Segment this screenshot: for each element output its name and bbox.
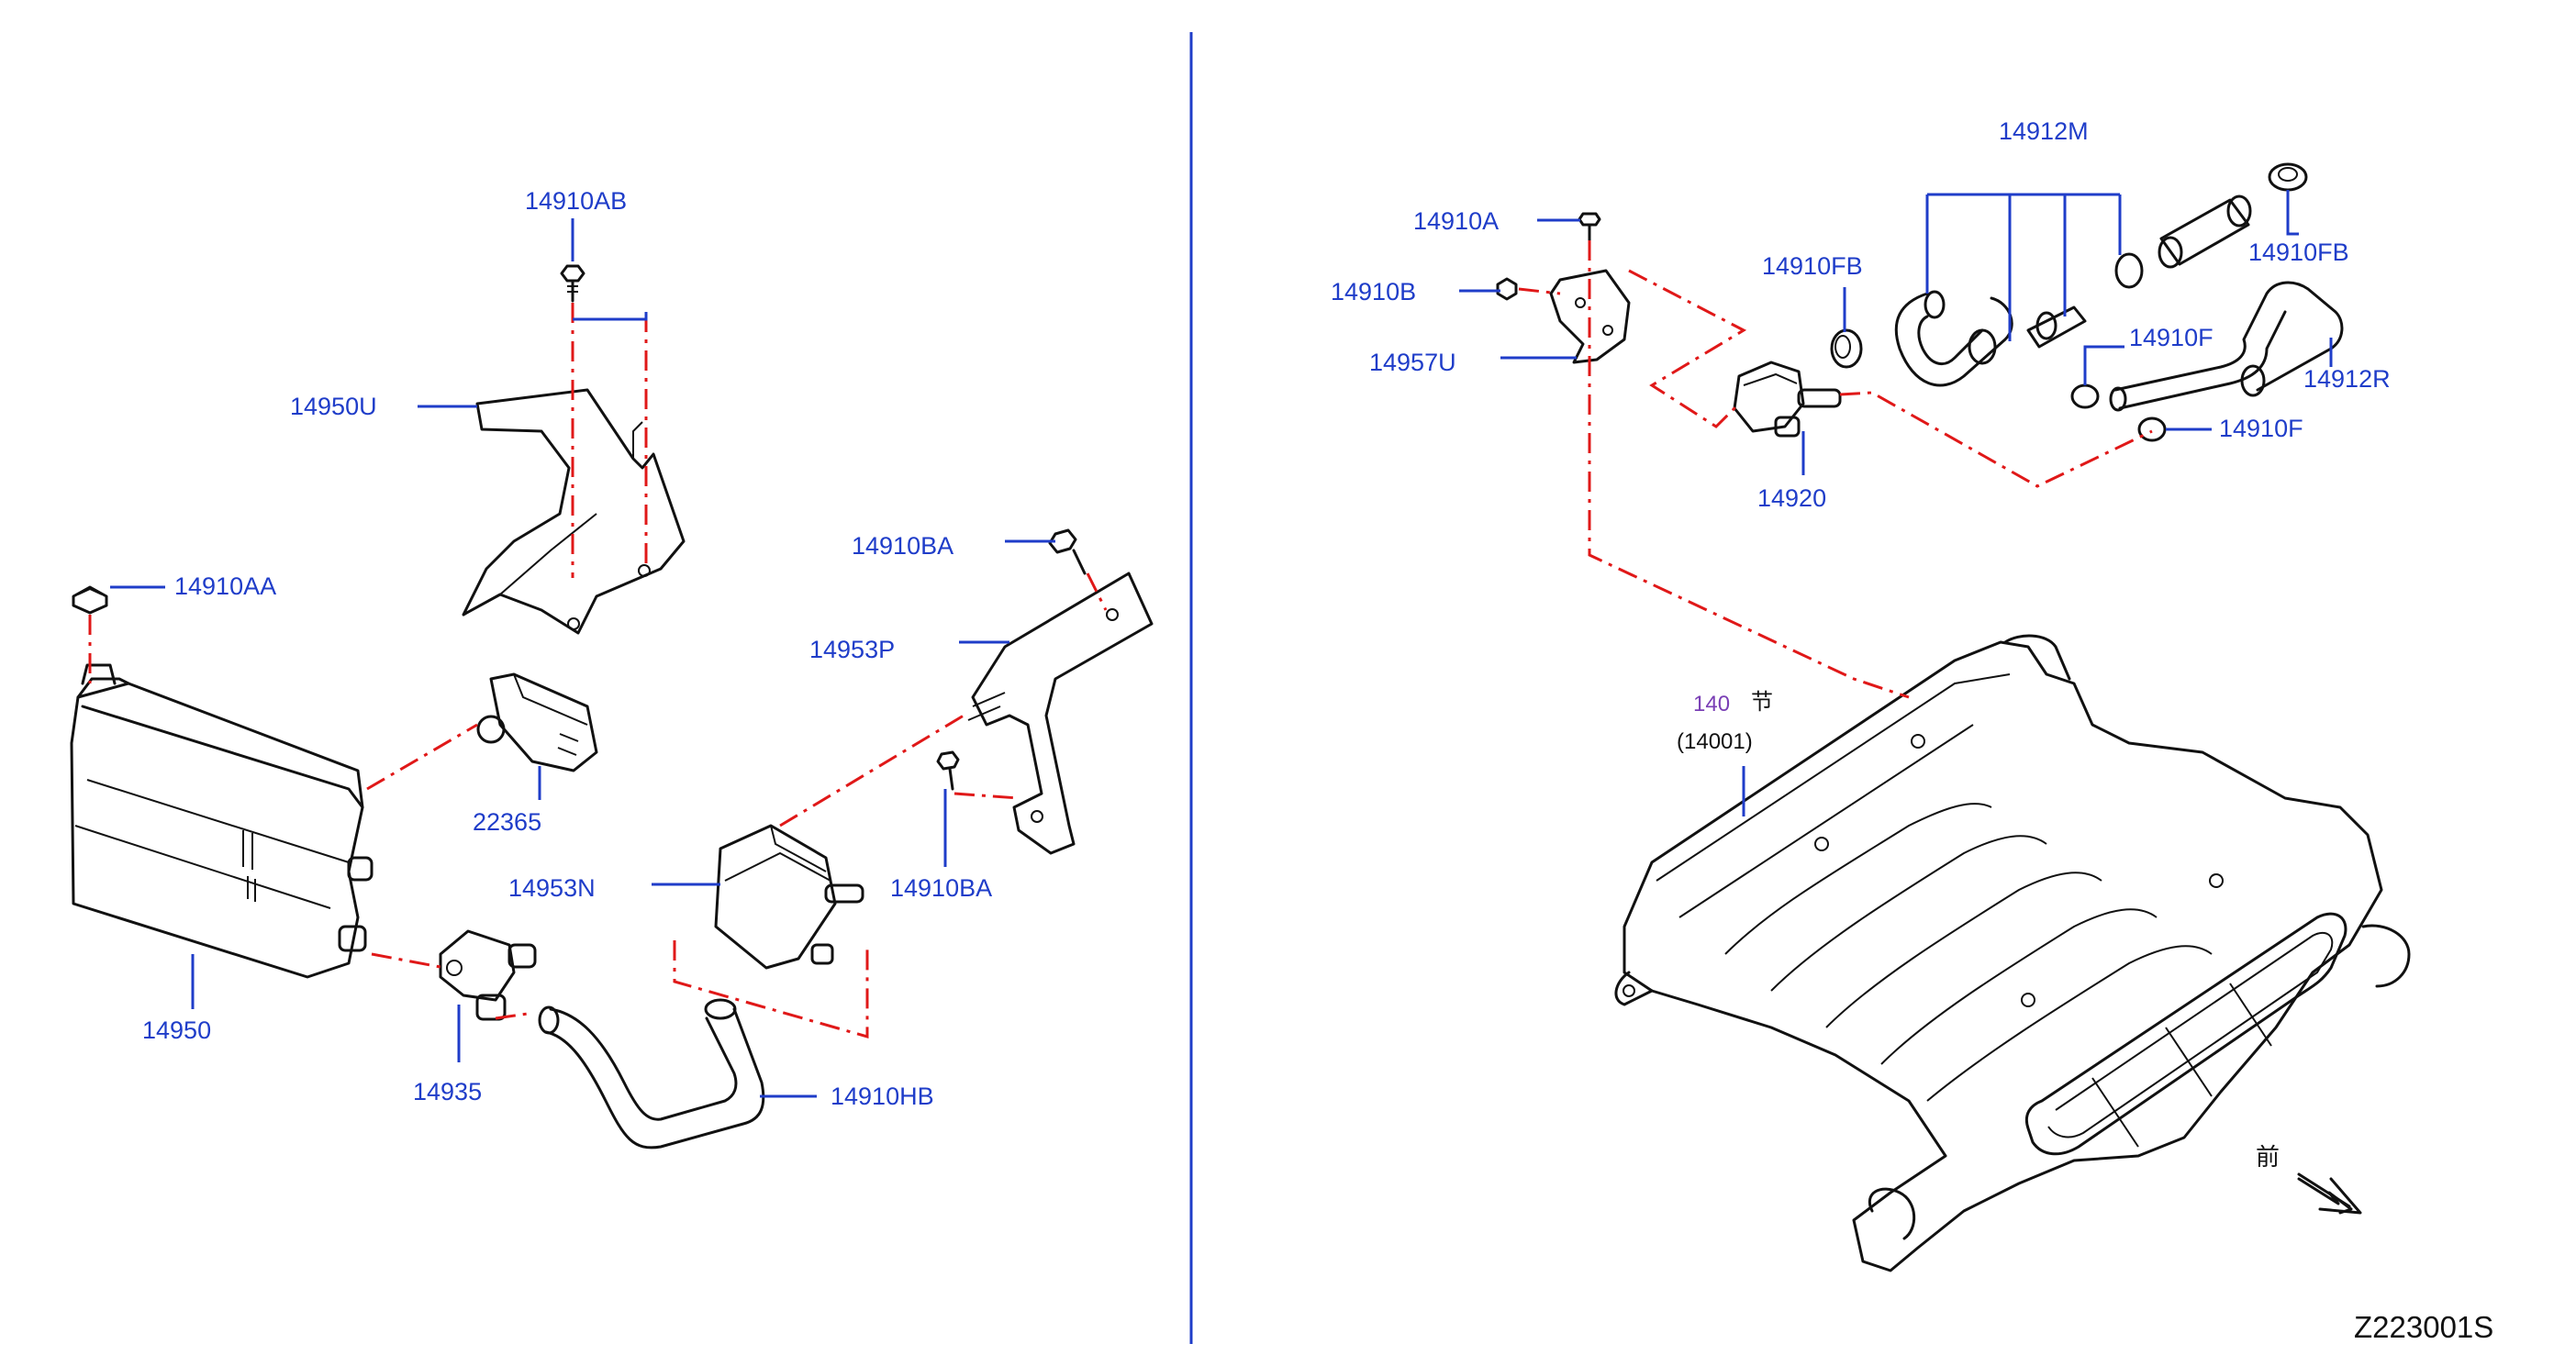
label-14910BA-bottom[interactable]: 14910BA — [890, 874, 993, 902]
label-14935[interactable]: 14935 — [413, 1078, 483, 1105]
clamp-14910F-top[interactable] — [2070, 383, 2100, 409]
connection-lines-left — [88, 303, 1108, 1038]
section-number[interactable]: 140 — [1693, 692, 1731, 716]
label-14953P[interactable]: 14953P — [809, 636, 896, 663]
leader-lines-right — [1459, 190, 2333, 816]
label-14910AA[interactable]: 14910AA — [174, 572, 277, 600]
label-14920[interactable]: 14920 — [1757, 484, 1827, 512]
label-22365[interactable]: 22365 — [473, 808, 542, 836]
label-14910BA-top[interactable]: 14910BA — [852, 532, 954, 560]
label-14910F-top[interactable]: 14910F — [2129, 324, 2214, 351]
label-14910HB[interactable]: 14910HB — [831, 1083, 934, 1110]
label-14910B[interactable]: 14910B — [1331, 278, 1417, 305]
intake-manifold[interactable] — [1614, 634, 2411, 1272]
section-glyph: 节 — [1751, 690, 1773, 715]
hose-assembly-14912M[interactable] — [1894, 194, 2252, 387]
valve-14935[interactable] — [439, 929, 537, 1021]
connection-lines-right — [1518, 240, 2153, 699]
drawing-code: Z223001S — [2354, 1310, 2494, 1344]
bolt-14910AB[interactable] — [560, 264, 585, 303]
label-14910F-bottom[interactable]: 14910F — [2219, 415, 2303, 442]
clamp-14910FB-right[interactable] — [2268, 162, 2308, 192]
bracket-14950U[interactable] — [462, 388, 686, 635]
bolt-14910BA-bottom[interactable] — [936, 750, 960, 791]
label-14950[interactable]: 14950 — [142, 1016, 212, 1044]
clamp-14910F-bottom[interactable] — [2137, 416, 2167, 442]
section-code[interactable]: (14001) — [1677, 729, 1753, 754]
bracket-14953P[interactable] — [967, 572, 1154, 855]
resonator-14953N[interactable] — [714, 824, 864, 970]
canister-14950[interactable] — [70, 663, 374, 979]
hose-14912R[interactable] — [2109, 281, 2344, 412]
clamp-14910FB-left[interactable] — [1830, 328, 1863, 369]
label-14957U[interactable]: 14957U — [1369, 349, 1456, 376]
label-14950U[interactable]: 14950U — [290, 393, 377, 420]
bracket-14957U[interactable] — [1549, 269, 1631, 364]
label-14910A[interactable]: 14910A — [1413, 207, 1500, 235]
hose-14910HB[interactable] — [538, 998, 765, 1149]
label-14910AB[interactable]: 14910AB — [525, 187, 628, 215]
solenoid-valve-14920[interactable] — [1733, 361, 1842, 438]
label-14953N[interactable]: 14953N — [508, 874, 596, 902]
bolt-14910A[interactable] — [1578, 212, 1601, 242]
front-marker: 前 — [2256, 1143, 2280, 1171]
front-arrow-icon — [2297, 1172, 2362, 1215]
label-14912M[interactable]: 14912M — [1999, 117, 2089, 145]
leader-lines-left — [110, 218, 1055, 1098]
label-14910FB-right[interactable]: 14910FB — [2248, 239, 2349, 266]
grommet-14910AA[interactable] — [72, 585, 108, 615]
bolt-14910BA-top[interactable] — [1048, 528, 1087, 575]
sensor-22365[interactable] — [476, 672, 598, 772]
label-14910FB-left[interactable]: 14910FB — [1762, 252, 1863, 280]
label-14912R[interactable]: 14912R — [2303, 365, 2391, 393]
nut-14910B[interactable] — [1496, 277, 1518, 301]
